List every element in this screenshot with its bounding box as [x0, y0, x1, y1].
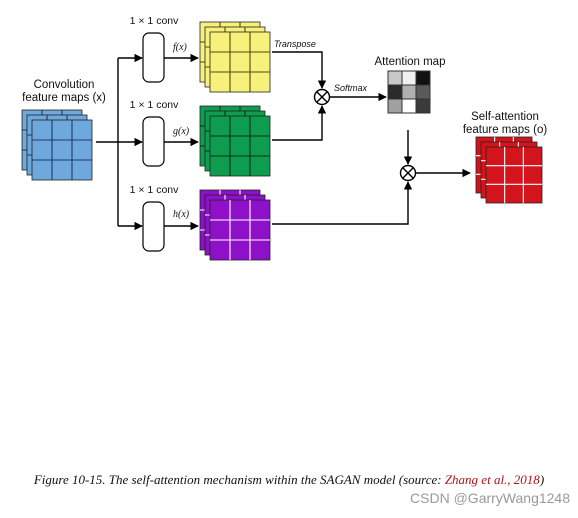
- conv-g-block: [142, 116, 165, 167]
- attention-cell: [415, 84, 431, 100]
- arrow-h-multiply: [272, 181, 413, 225]
- input-map-layer: [31, 119, 93, 181]
- multiply-node-2: [399, 164, 417, 182]
- h-map-layer: [209, 199, 271, 261]
- output-label-line2: feature maps (o): [463, 124, 548, 136]
- h-stack: [199, 189, 271, 261]
- input-label-line1: Convolution: [34, 79, 95, 91]
- arrow-f-transpose: [272, 51, 327, 89]
- input-feature-maps: Convolution feature maps (x): [21, 79, 106, 181]
- g-label: g(x): [173, 126, 190, 137]
- watermark: CSDN @GarryWang1248: [410, 490, 570, 506]
- conv-h-block: [142, 201, 165, 252]
- attention-cell: [401, 70, 417, 86]
- f-stack: [199, 21, 271, 93]
- conv-g-label: 1 × 1 conv: [130, 99, 179, 111]
- conv-blocks: 1 × 1 conv 1 × 1 conv 1 × 1 conv: [130, 15, 179, 252]
- caption-text: Figure 10-15. The self-attention mechani…: [33, 472, 445, 487]
- output-stack: [475, 136, 543, 204]
- attention-cell: [401, 84, 417, 100]
- attention-cell: [387, 70, 403, 86]
- attention-cell: [401, 98, 417, 114]
- caption-source-link[interactable]: Zhang et al., 2018: [444, 472, 540, 487]
- input-stack: [21, 109, 93, 181]
- multiply-node-1: [313, 88, 331, 106]
- caption-close: ): [539, 472, 545, 487]
- branch-lines: [96, 53, 143, 231]
- softmax-label: Softmax: [334, 83, 368, 93]
- f-label: f(x): [173, 42, 188, 53]
- conv-h-label: 1 × 1 conv: [130, 184, 179, 196]
- attention-cell: [387, 98, 403, 114]
- attention-arrows: [272, 51, 471, 225]
- attention-map-grid: [387, 70, 431, 114]
- transpose-label: Transpose: [274, 39, 316, 49]
- conv-output-arrows: [164, 53, 199, 231]
- g-stack: [199, 105, 271, 177]
- conv-f-label: 1 × 1 conv: [130, 15, 179, 27]
- g-map-layer: [209, 115, 271, 177]
- input-label-line2: feature maps (x): [22, 92, 106, 104]
- figure-caption: Figure 10-15. The self-attention mechani…: [10, 471, 568, 488]
- output-map-layer: [485, 146, 543, 204]
- arrow-g-multiply: [272, 105, 327, 141]
- h-label: h(x): [173, 209, 190, 220]
- f-map-layer: [209, 31, 271, 93]
- attention-map-label: Attention map: [375, 56, 446, 68]
- conv-f-block: [142, 32, 165, 83]
- attention-cell: [415, 70, 431, 86]
- sagan-diagram: Convolution feature maps (x) 1 × 1 conv …: [21, 15, 548, 261]
- attention-cell: [387, 84, 403, 100]
- attention-cell: [415, 98, 431, 114]
- output-label-line1: Self-attention: [471, 111, 539, 123]
